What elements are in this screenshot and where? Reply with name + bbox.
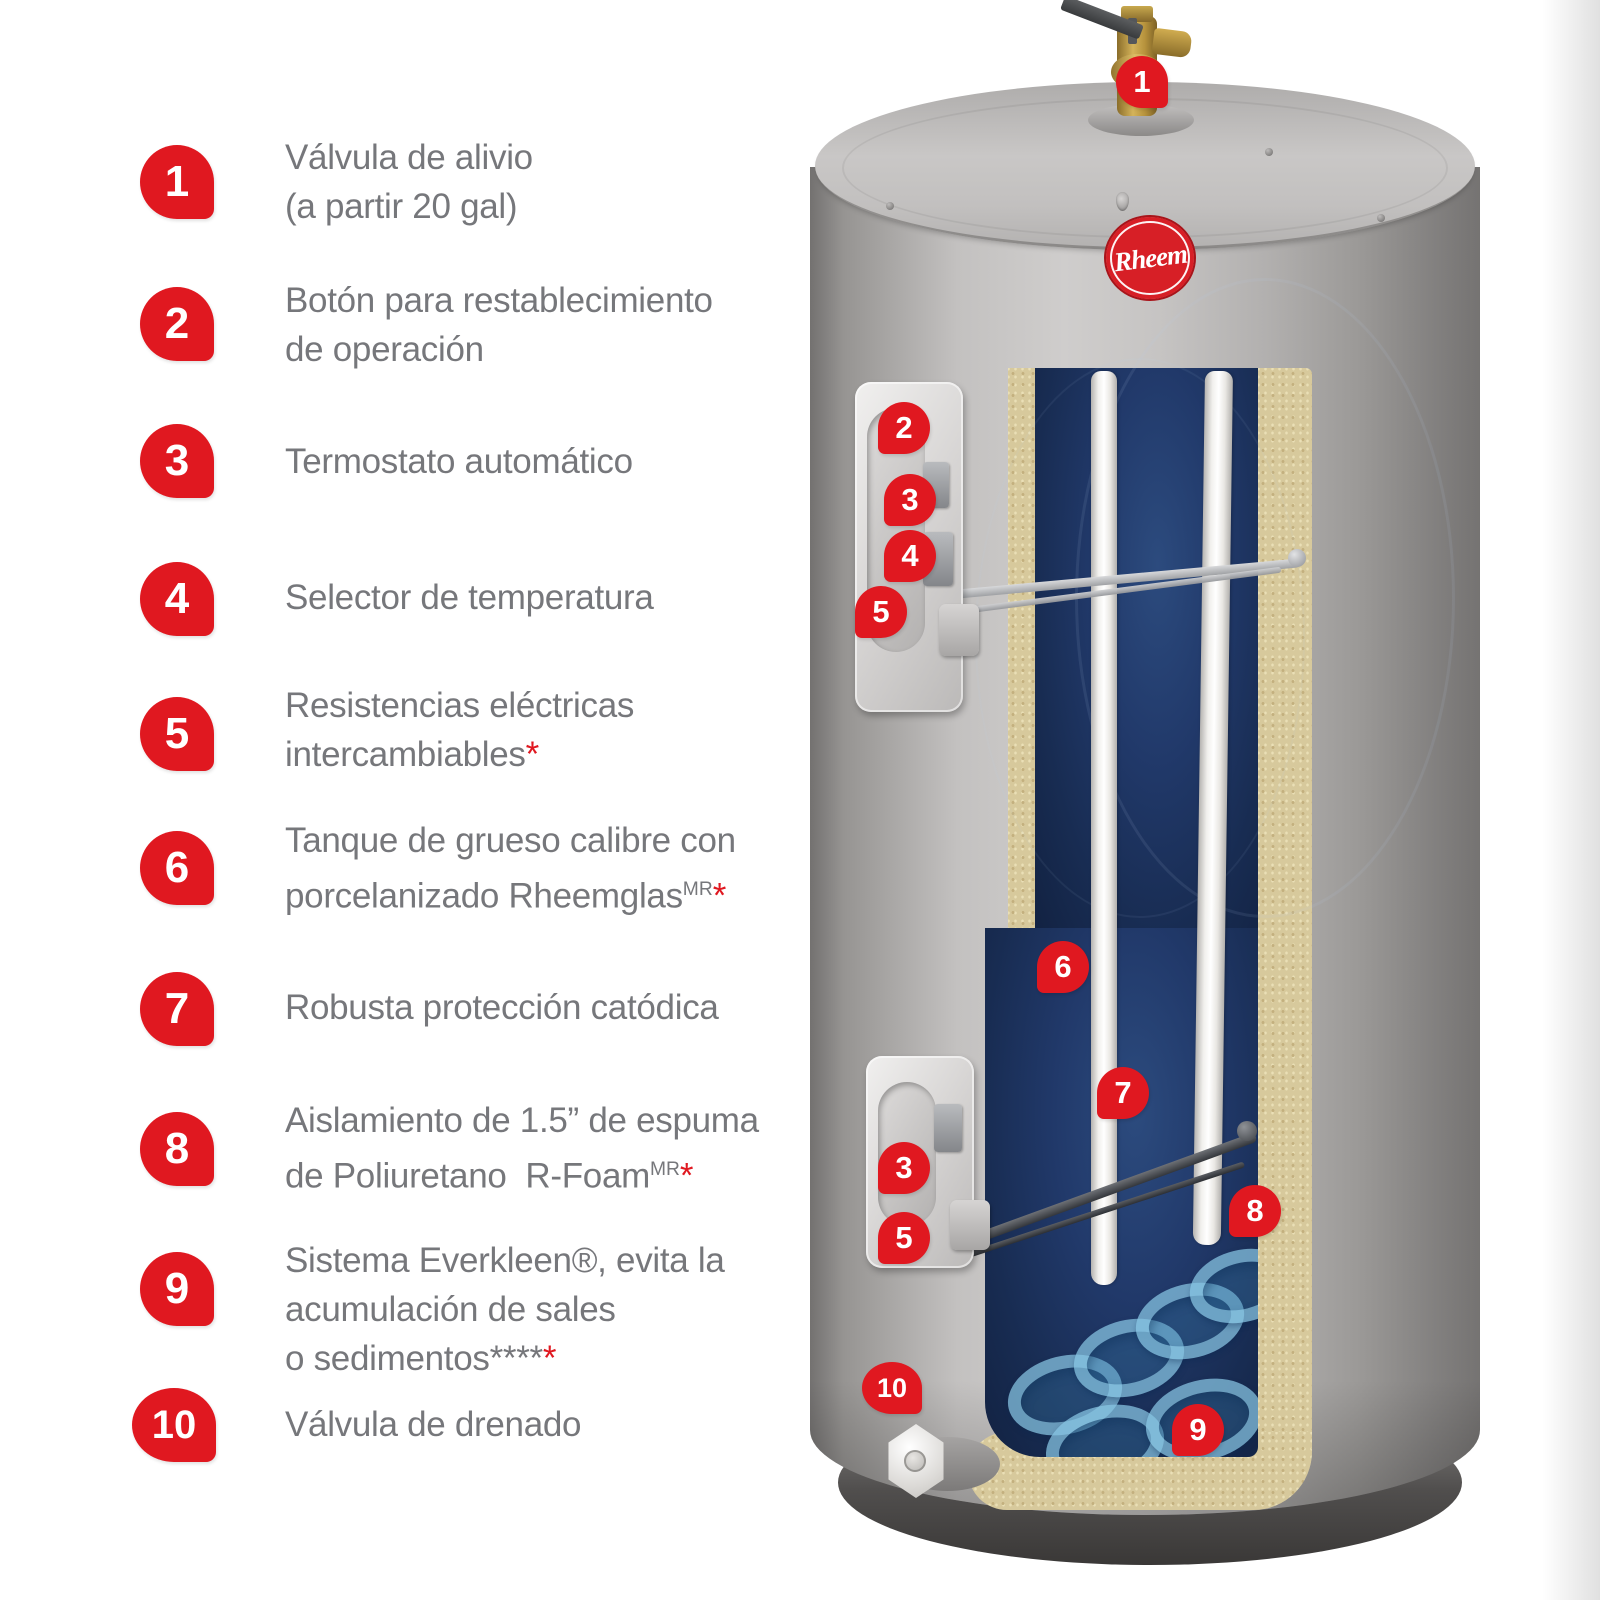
backdrop-shade (1542, 0, 1600, 1600)
legend-badge-2: 2 (140, 287, 214, 361)
legend-text-10: Válvula de drenado (285, 1405, 582, 1444)
screw (1265, 148, 1273, 156)
callout-badge-1: 1 (1116, 56, 1168, 108)
legend-badge-8: 8 (140, 1112, 214, 1186)
drain-valve-outlet (904, 1450, 926, 1472)
anode-port-mark (1116, 192, 1129, 211)
callout-badge-4: 4 (884, 530, 936, 582)
screw (886, 202, 894, 210)
interior-reflection-2 (975, 358, 1305, 918)
callout-badge-5-lower: 5 (878, 1212, 930, 1264)
legend-badge-9: 9 (140, 1252, 214, 1326)
legend-badge-10: 10 (132, 1388, 216, 1462)
rheem-logo-text: Rheem (1111, 238, 1188, 277)
legend-badge-4: 4 (140, 562, 214, 636)
element-flange (950, 1200, 990, 1250)
callout-badge-7: 7 (1097, 1067, 1149, 1119)
legend-badge-6: 6 (140, 831, 214, 905)
callout-badge-10: 10 (862, 1362, 922, 1414)
callout-badge-9: 9 (1172, 1404, 1224, 1456)
screw (1377, 214, 1385, 222)
legend-badge-1: 1 (140, 145, 214, 219)
callout-badge-8: 8 (1229, 1185, 1281, 1237)
rheem-logo: Rheem (1104, 215, 1196, 301)
callout-badge-2: 2 (878, 402, 930, 454)
callout-badge-6: 6 (1037, 941, 1089, 993)
legend-text-1: Válvula de alivio(a partir 20 gal) (285, 138, 533, 226)
legend-text-3: Termostato automático (285, 442, 633, 481)
callout-badge-3-upper: 3 (884, 474, 936, 526)
callout-badge-5-upper: 5 (855, 586, 907, 638)
dip-tube-rod (1091, 371, 1117, 1285)
thermostat-mechanism (934, 1104, 962, 1152)
legend-text-4: Selector de temperatura (285, 578, 654, 617)
legend-badge-3: 3 (140, 424, 214, 498)
legend-badge-7: 7 (140, 972, 214, 1046)
legend-text-7: Robusta protección catódica (285, 988, 719, 1027)
heating-element-lower-tip (1237, 1121, 1257, 1141)
element-flange (939, 604, 979, 656)
callout-badge-3-lower: 3 (878, 1142, 930, 1194)
legend-badge-5: 5 (140, 697, 214, 771)
heating-element-upper-tip (1288, 549, 1306, 567)
relief-valve-outlet (1151, 27, 1193, 59)
